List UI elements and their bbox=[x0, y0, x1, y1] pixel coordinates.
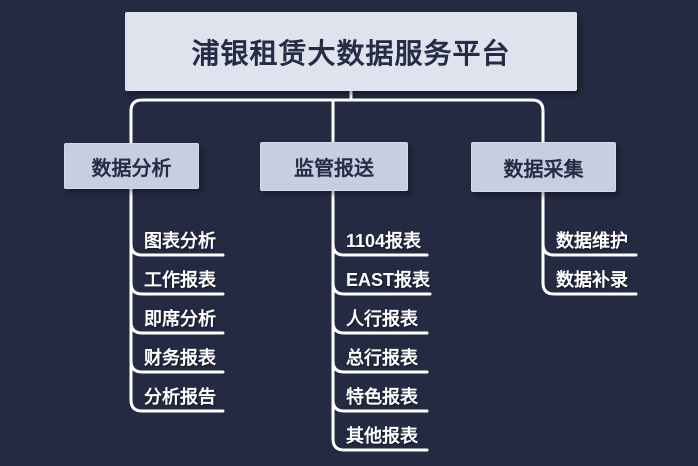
connector-edge-leaf bbox=[541, 281, 638, 296]
branch-node-regulatory-reporting: 监管报送 bbox=[260, 142, 408, 191]
leaf-node: 其他报表 bbox=[346, 426, 418, 446]
connector-edge-leaf bbox=[331, 437, 429, 452]
leaf-node: 分析报告 bbox=[144, 387, 216, 407]
leaf-node: 即席分析 bbox=[144, 309, 216, 329]
leaf-node: 人行报表 bbox=[346, 309, 418, 329]
connector-edge-leaf bbox=[129, 359, 225, 374]
leaf-node: 财务报表 bbox=[144, 348, 216, 368]
leaf-node: 图表分析 bbox=[144, 231, 216, 251]
connector-edge-leaf bbox=[129, 242, 225, 257]
connector-edge-leaf bbox=[541, 242, 638, 257]
connector-edge-leaf bbox=[331, 242, 429, 257]
leaf-node: 1104报表 bbox=[346, 231, 422, 251]
leaf-node: 总行报表 bbox=[346, 348, 418, 368]
connector-edge-top-rail bbox=[129, 98, 545, 145]
branch-node-data-collection: 数据采集 bbox=[471, 142, 616, 192]
connector-edge-leaf bbox=[129, 281, 225, 296]
leaf-node: 数据维护 bbox=[556, 231, 628, 251]
connector-edge-leaf bbox=[331, 359, 429, 374]
root-node: 浦银租赁大数据服务平台 bbox=[125, 12, 577, 91]
connector-edge-leaf bbox=[129, 398, 225, 413]
connector-edge-leaf bbox=[331, 398, 429, 413]
connector-edge-leaf bbox=[331, 320, 429, 335]
leaf-node: 数据补录 bbox=[556, 270, 628, 290]
connector-edge-leaf bbox=[331, 281, 432, 296]
leaf-node: 工作报表 bbox=[144, 270, 216, 290]
connector-edge-leaf bbox=[129, 320, 225, 335]
leaf-node: EAST报表 bbox=[346, 270, 431, 290]
branch-node-data-analysis: 数据分析 bbox=[64, 143, 199, 189]
leaf-node: 特色报表 bbox=[346, 387, 418, 407]
